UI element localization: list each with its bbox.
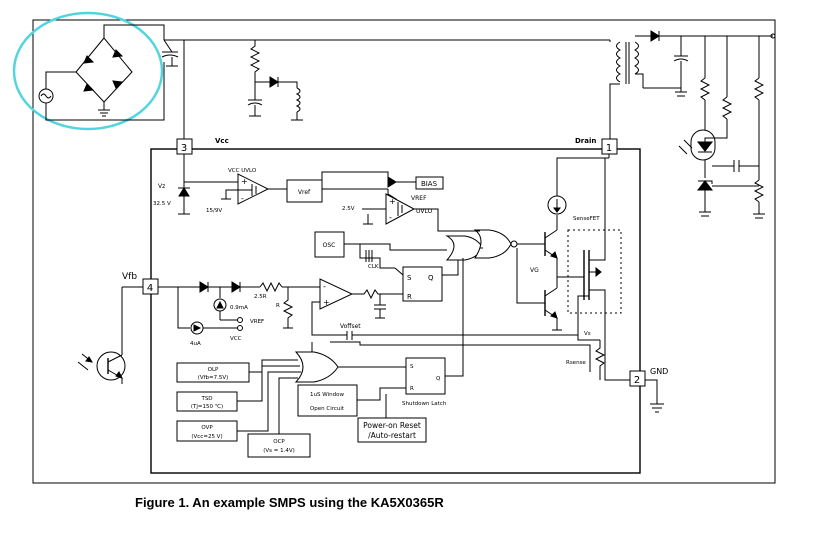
svg-text:-: - [389, 213, 392, 222]
latch-r-label: R [410, 386, 414, 392]
optocoupler-transistor-icon [77, 351, 126, 384]
diode-icon [83, 83, 95, 92]
ovp-condition: (Vcc=25 V) [191, 434, 222, 440]
ic-boundary [150, 148, 641, 474]
svg-text:-: - [241, 194, 244, 203]
oscillator-block [314, 231, 345, 258]
or-gate [445, 235, 484, 261]
vref-block [286, 179, 323, 203]
voffset-label: Voffset [340, 323, 361, 330]
por-subtitle: /Auto-restart [368, 431, 416, 440]
svg-text:+: + [241, 177, 248, 186]
bulk-capacitor-icon [161, 39, 179, 67]
resistor-icon [753, 179, 765, 203]
rsense-label: Rsense [566, 360, 586, 366]
diode-icon [199, 281, 209, 293]
bias-label: BIAS [421, 180, 438, 188]
diode-icon [83, 55, 95, 64]
diode-icon [269, 76, 279, 88]
pwm-q-label: Q [428, 274, 434, 282]
aux-winding-icon [295, 87, 301, 113]
resistor-icon [699, 77, 711, 101]
vs-label: Vs [584, 331, 591, 337]
uvlo-threshold: 15/9V [206, 208, 222, 214]
rsense-icon [594, 340, 606, 380]
figure-caption: Figure 1. An example SMPS using the KA5X… [135, 495, 444, 510]
vcc-uvlo-label: VCC UVLO [228, 168, 257, 174]
vref-small-label: VREF [250, 319, 264, 325]
window-subtitle: Open Circuit [310, 406, 345, 412]
svg-text:-: - [323, 282, 326, 291]
nor-gate [473, 229, 512, 259]
ocp-condition: (Vs = 1.4V) [263, 448, 295, 454]
shunt-regulator-icon [696, 180, 714, 191]
pin-gnd [629, 370, 646, 387]
r-label: R [276, 303, 280, 309]
resistor-icon [721, 96, 733, 120]
uvlo-label: UVLO [416, 208, 433, 215]
olp-title: OLP [208, 367, 219, 373]
pwm-comparator [319, 278, 354, 310]
power-on-reset-block [357, 417, 427, 443]
resistor-icon [282, 287, 294, 328]
highlight-ellipse [12, 11, 164, 131]
olp-condition: (Vfb=7.5V) [198, 375, 229, 381]
ovp-title: OVP [201, 425, 213, 431]
output-diode-icon [650, 30, 660, 42]
por-title: Power-on Reset [363, 421, 421, 430]
resistor-icon [259, 281, 283, 293]
pin-vfb-label: Vfb [122, 272, 137, 282]
current-4ua: 4uA [190, 341, 201, 347]
current-0-9ma: 0.9mA [230, 305, 248, 311]
pin-drain-number: 1 [606, 143, 612, 154]
clk-label: CLK [368, 264, 379, 270]
diode-icon [112, 80, 124, 89]
tsd-title: TSD [200, 396, 212, 402]
vref-out-label: VREF [411, 195, 427, 202]
shutdown-latch-label: Shutdown Latch [402, 401, 447, 407]
sensefet-label: SenseFET [573, 216, 600, 222]
svg-text:+: + [389, 197, 396, 206]
pin-vcc-label: Vcc [215, 137, 229, 145]
pwm-sr-latch [402, 266, 443, 302]
vz-label: Vz [158, 183, 165, 190]
latch-s-label: S [410, 364, 414, 370]
r-2-5r-label: 2.5R [254, 294, 267, 300]
fault-or-gate [294, 351, 339, 383]
bridge-rectifier [12, 11, 165, 131]
diode-icon [112, 49, 124, 58]
pwm-r-label: R [407, 293, 412, 301]
osc-label: OSC [323, 242, 336, 249]
sensefet [567, 157, 630, 381]
window-block [297, 384, 358, 417]
transformer-icon [609, 40, 639, 139]
ocp-title: OCP [273, 439, 285, 445]
vref-block-label: Vref [298, 189, 311, 196]
window-title: 1uS Window [310, 392, 344, 398]
vg-label: VG [530, 267, 539, 274]
pin-gnd-number: 2 [634, 375, 640, 386]
system-frame [32, 19, 776, 484]
pin-gnd-label: GND [650, 367, 668, 376]
pwm-s-label: S [407, 274, 412, 282]
vz-value: 32.5 V [153, 201, 171, 207]
resistor-icon [753, 77, 765, 101]
startup-resistor-icon [249, 40, 261, 82]
uvlo-comparator [237, 173, 270, 205]
diode-icon [231, 281, 241, 293]
svg-text:+: + [323, 298, 330, 307]
pin-vfb-number: 4 [147, 283, 153, 294]
tsd-condition: (Tj=150 ℃) [191, 403, 223, 410]
optocoupler-led-icon [678, 129, 716, 161]
bias-block [415, 176, 444, 190]
vcc-small-label: VCC [230, 336, 242, 342]
pin-drain-label: Drain [575, 137, 596, 145]
v-2-5-label: 2.5V [342, 206, 355, 212]
latch-q-label: Q [436, 376, 441, 382]
pin-vcc-number: 3 [181, 143, 187, 154]
zener-icon [178, 187, 190, 197]
arrow-icon [387, 176, 397, 188]
